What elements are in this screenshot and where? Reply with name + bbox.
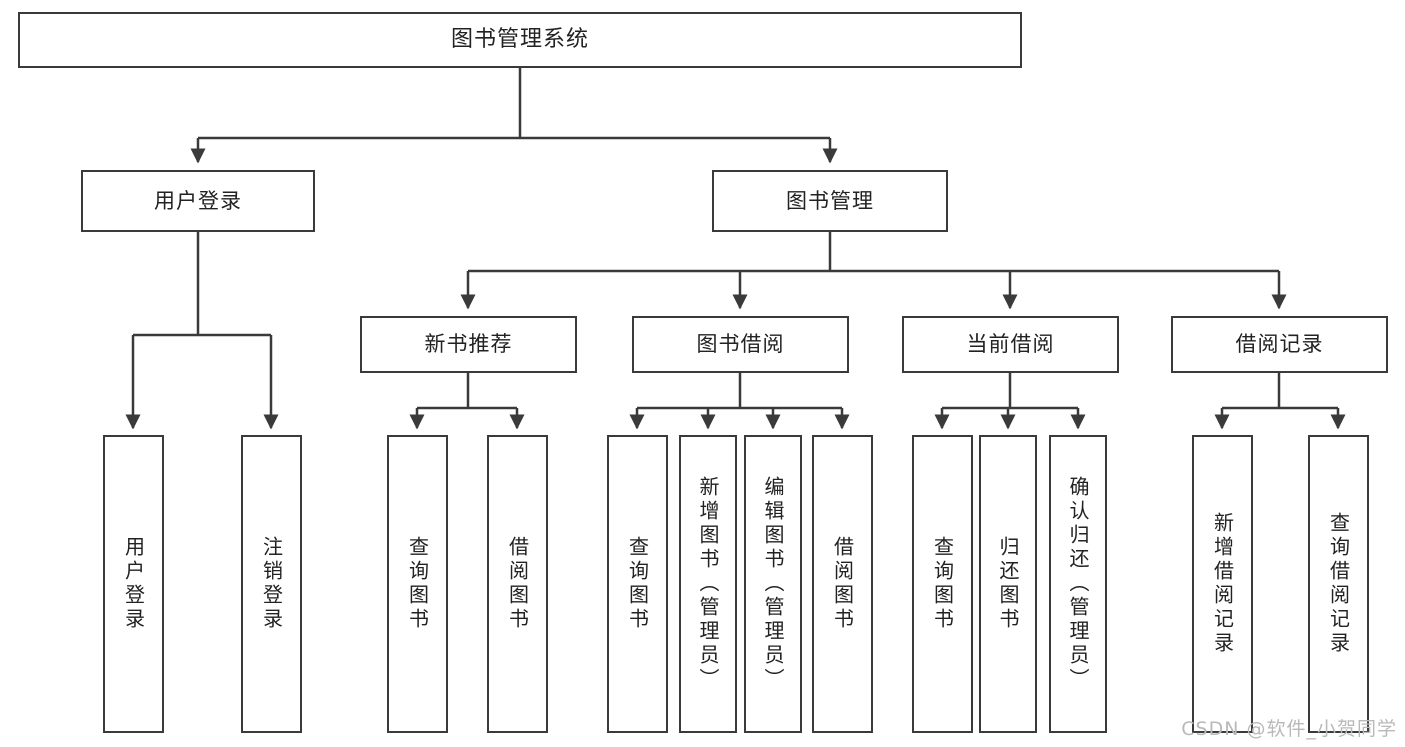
node-leaf-user-login-label: 用户登录 xyxy=(121,536,146,632)
node-leaf-borrow-book-1[interactable]: 借阅图书 xyxy=(487,435,548,733)
node-leaf-query-book-2-label: 查询图书 xyxy=(625,536,650,632)
node-new-book-recommend[interactable]: 新书推荐 xyxy=(360,316,577,373)
node-new-book-recommend-label: 新书推荐 xyxy=(424,332,513,357)
node-user-login[interactable]: 用户登录 xyxy=(81,170,315,232)
node-root-system[interactable]: 图书管理系统 xyxy=(18,12,1022,68)
node-leaf-return-book[interactable]: 归还图书 xyxy=(979,435,1037,733)
node-leaf-add-book[interactable]: 新增图书（管理员） xyxy=(679,435,737,733)
node-leaf-query-book-3-label: 查询图书 xyxy=(930,536,955,632)
node-leaf-query-book-3[interactable]: 查询图书 xyxy=(912,435,973,733)
node-leaf-query-borrow-record-label: 查询借阅记录 xyxy=(1326,512,1351,656)
node-leaf-query-book-1-label: 查询图书 xyxy=(405,536,430,632)
node-book-borrow[interactable]: 图书借阅 xyxy=(632,316,849,373)
node-leaf-borrow-book-2-label: 借阅图书 xyxy=(830,536,855,632)
node-book-borrow-label: 图书借阅 xyxy=(696,332,785,357)
node-leaf-confirm-return-label: 确认归还（管理员） xyxy=(1066,476,1090,692)
node-leaf-logout-login-label: 注销登录 xyxy=(259,536,284,632)
node-root-label: 图书管理系统 xyxy=(450,27,589,53)
node-user-login-label: 用户登录 xyxy=(154,188,242,213)
node-leaf-borrow-book-1-label: 借阅图书 xyxy=(505,536,530,632)
node-current-borrow[interactable]: 当前借阅 xyxy=(902,316,1119,373)
csdn-watermark: CSDN @软件_小贺同学 xyxy=(1181,718,1397,740)
node-leaf-confirm-return[interactable]: 确认归还（管理员） xyxy=(1049,435,1107,733)
node-leaf-add-borrow-record[interactable]: 新增借阅记录 xyxy=(1192,435,1253,733)
node-book-manage-label: 图书管理 xyxy=(786,188,874,213)
node-borrow-record[interactable]: 借阅记录 xyxy=(1171,316,1388,373)
node-current-borrow-label: 当前借阅 xyxy=(966,332,1055,357)
node-leaf-add-book-label: 新增图书（管理员） xyxy=(696,476,720,692)
node-leaf-query-borrow-record[interactable]: 查询借阅记录 xyxy=(1308,435,1369,733)
node-leaf-logout-login[interactable]: 注销登录 xyxy=(241,435,302,733)
node-leaf-add-borrow-record-label: 新增借阅记录 xyxy=(1210,512,1235,656)
node-leaf-query-book-2[interactable]: 查询图书 xyxy=(607,435,668,733)
node-book-manage[interactable]: 图书管理 xyxy=(712,170,948,232)
node-leaf-user-login[interactable]: 用户登录 xyxy=(103,435,164,733)
node-leaf-edit-book[interactable]: 编辑图书（管理员） xyxy=(744,435,802,733)
node-leaf-return-book-label: 归还图书 xyxy=(996,536,1020,632)
node-leaf-borrow-book-2[interactable]: 借阅图书 xyxy=(812,435,873,733)
node-leaf-query-book-1[interactable]: 查询图书 xyxy=(387,435,448,733)
node-borrow-record-label: 借阅记录 xyxy=(1235,332,1324,357)
node-leaf-edit-book-label: 编辑图书（管理员） xyxy=(761,476,785,692)
